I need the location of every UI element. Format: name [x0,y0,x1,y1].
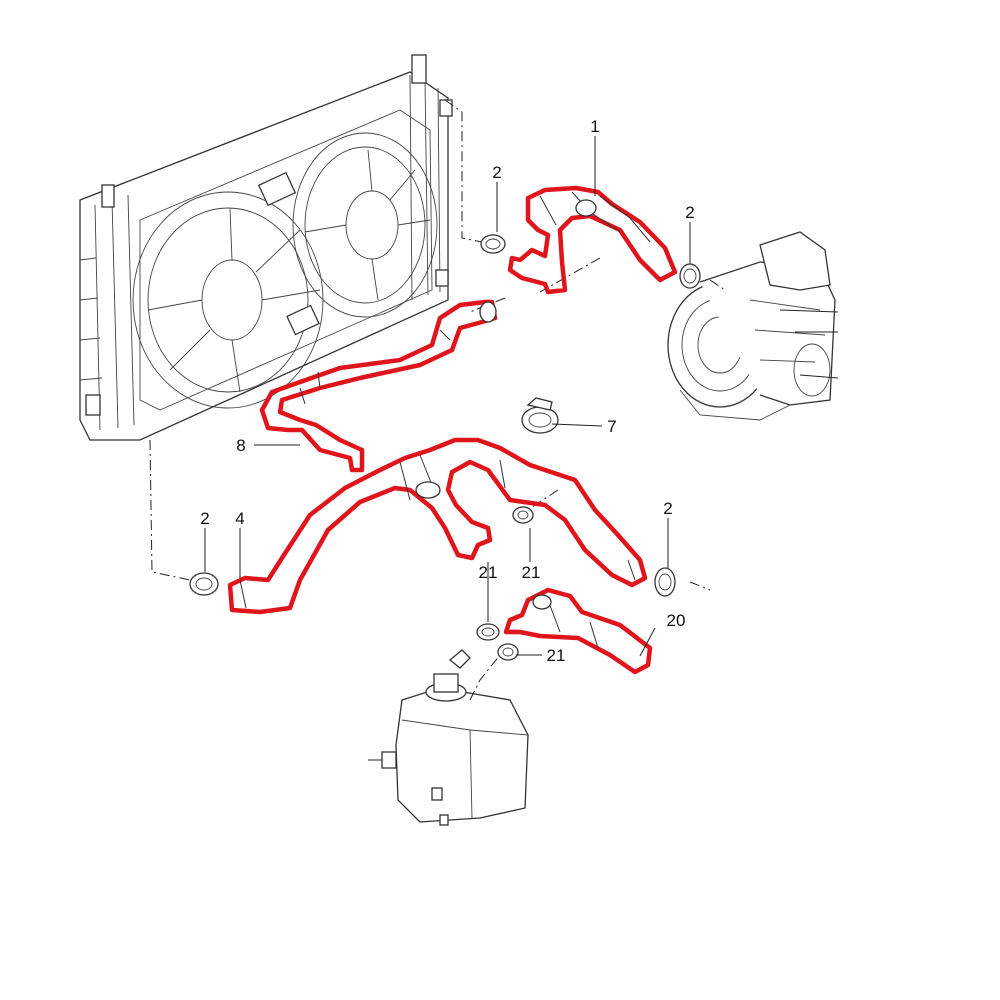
clamp-2-top [480,234,506,254]
clamp-7 [521,397,559,434]
clamp-2-right [654,567,676,597]
right-fan-ring [292,132,438,318]
callout-2-top: 2 [492,163,501,182]
clamp-21-a [476,623,500,641]
callout-7: 7 [607,417,616,436]
callout-8: 8 [236,436,245,455]
callout-1: 1 [590,117,599,136]
expansion-tank [368,649,529,826]
callout-2-right: 2 [663,499,672,518]
callout-21-b: 21 [522,563,541,582]
callout-2-left: 2 [200,509,209,528]
clamp-21-c [497,643,519,661]
hose-20 [503,587,653,675]
hose-8 [259,299,498,473]
radiator-fan-assembly [79,54,453,441]
clamp-2-left [189,572,219,596]
callout-4: 4 [235,509,244,528]
callout-leaders [204,136,691,657]
callout-2-turbo: 2 [685,203,694,222]
clamp-2-turbo [679,263,701,289]
hose-4 [227,437,648,615]
callout-labels: 1 2 2 2 2 4 7 8 20 21 21 21 [200,117,694,665]
turbocharger [667,231,839,421]
callout-21-c: 21 [547,646,566,665]
hose-1 [507,185,678,295]
clamp-21-b [512,506,534,524]
callout-21-a: 21 [479,563,498,582]
callout-20: 20 [667,611,686,630]
